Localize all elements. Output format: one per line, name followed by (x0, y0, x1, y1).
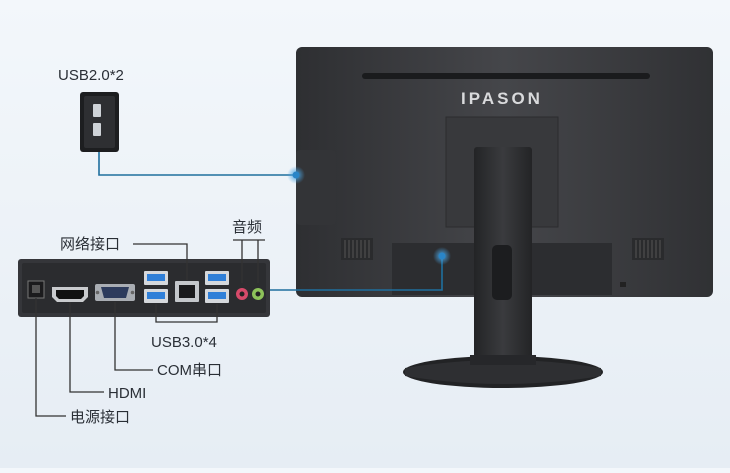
audio-callout: 音频 (232, 219, 265, 283)
audio-jack-icons (236, 288, 264, 300)
hdmi-label: HDMI (108, 385, 146, 402)
hdmi-callout: HDMI (69, 302, 146, 402)
network-callout: 网络接口 (60, 236, 188, 280)
usb3-label: USB3.0*4 (151, 334, 217, 351)
usb3-port-icons-right (205, 271, 229, 303)
com-port-icon (95, 284, 135, 301)
speaker-grille-left (341, 238, 373, 260)
power-port-icon (27, 280, 45, 299)
usb2-callout: USB2.0*2 (58, 67, 305, 184)
com-label: COM串口 (157, 362, 222, 379)
monitor-stand (403, 147, 603, 388)
io-connector-line (270, 247, 451, 291)
top-vent (362, 73, 650, 79)
audio-label: 音频 (232, 219, 262, 236)
side-port-housing (296, 150, 336, 225)
power-callout: 电源接口 (35, 298, 130, 426)
network-port-icon (175, 281, 199, 302)
network-label: 网络接口 (60, 236, 120, 253)
brand-logo: IPASON (461, 89, 543, 108)
io-panel-closeup (18, 259, 270, 317)
usb2-label: USB2.0*2 (58, 67, 124, 84)
power-label: 电源接口 (70, 409, 130, 426)
speaker-grille-right (632, 238, 664, 260)
hdmi-port-icon (52, 287, 88, 302)
cable-slot (492, 245, 512, 300)
com-callout: COM串口 (114, 302, 222, 379)
usb3-callout: USB3.0*4 (151, 304, 218, 351)
usb3-port-icons-left (144, 271, 168, 303)
